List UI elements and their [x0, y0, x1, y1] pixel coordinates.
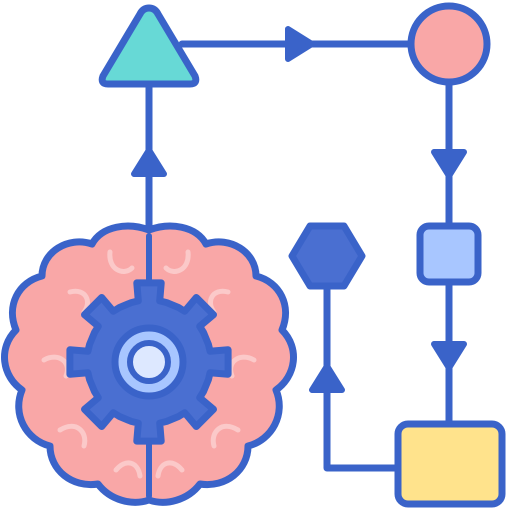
brain-folds	[41, 249, 257, 479]
square-node	[416, 222, 482, 286]
circle-node	[407, 2, 491, 86]
gear-center	[127, 340, 171, 384]
arrow-down-icon	[431, 341, 467, 371]
triangle-node	[98, 4, 200, 88]
arrow-up-icon	[131, 147, 167, 177]
arrowheads	[131, 26, 467, 393]
flow-nodes	[98, 2, 506, 508]
brain-icon	[1, 222, 297, 506]
rect-node	[394, 420, 506, 508]
hexagon-node	[288, 222, 366, 290]
arrow-right-icon	[285, 26, 315, 62]
arrow-down-icon	[431, 149, 467, 179]
connector-rect-to-hexagon	[323, 284, 402, 472]
arrow-up-icon	[309, 363, 345, 393]
